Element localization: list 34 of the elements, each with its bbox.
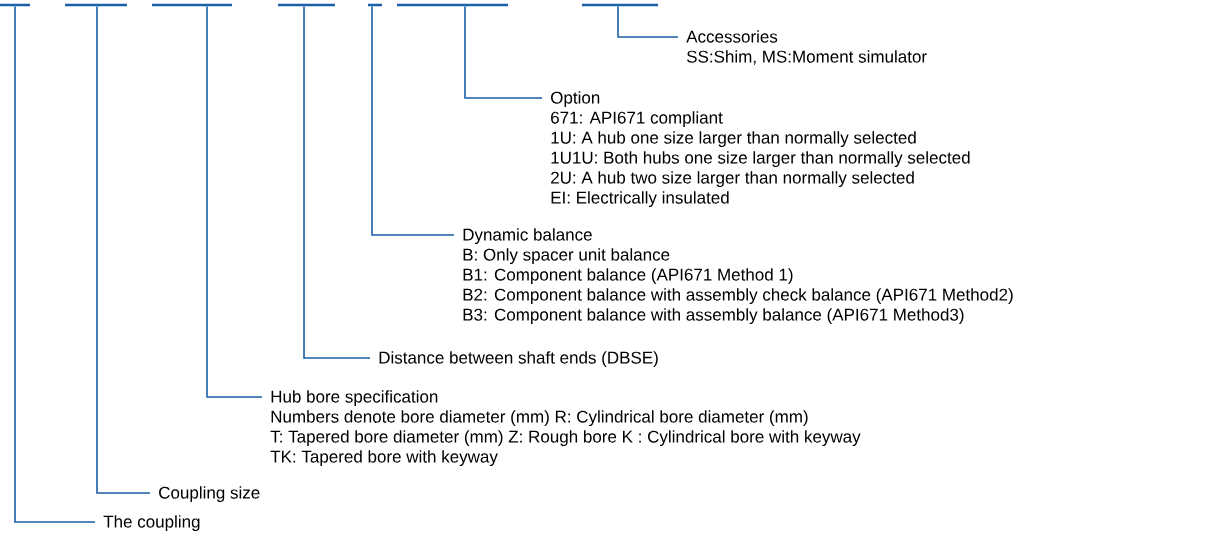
field-heading: Dynamic balance [463, 228, 592, 245]
field-heading: Option [551, 91, 600, 108]
field-heading: Accessories [686, 30, 778, 43]
code-description: SS:Shim, MS:Moment simulator [686, 50, 927, 65]
code-description: 1U1U: Both hubs one size larger than normally selected [551, 151, 970, 168]
leader-line [464, 5, 543, 99]
code-description: Numbers denote bore diameter (mm) R: Cylindrical bore diameter (mm) [271, 410, 808, 427]
blank-underline [397, 3, 508, 7]
blank-underline [152, 3, 232, 7]
field-heading: Distance between shaft ends (DBSE) [379, 351, 658, 367]
field-heading: Coupling size [159, 486, 260, 503]
code-description: B: Only spacer unit balance [463, 248, 670, 265]
leader-line [617, 5, 679, 38]
code-description: TK: Tapered bore with keyway [270, 450, 498, 467]
blank-underline [65, 3, 127, 7]
leader-line [14, 5, 96, 523]
leader-line [206, 5, 263, 398]
field-heading: Hub bore specification [271, 390, 438, 407]
code-description: 1U: A hub one size larger than normally selected [551, 131, 916, 148]
blank-underline [0, 3, 30, 7]
blank-underline [368, 3, 382, 7]
field-heading: The coupling [103, 515, 200, 532]
code-description: B1: Component balance (API671 Method 1) [463, 268, 793, 285]
blank-underline [278, 3, 335, 7]
code-description: T: Tapered bore diameter (mm) Z: Rough bore K : Cylindrical bore with keyway [270, 430, 861, 447]
code-description: B2: Component balance with assembly check balance (API671 Method2) [463, 288, 1013, 305]
blank-underline [582, 3, 658, 7]
code-description: 671: API671 compliant [551, 111, 723, 128]
code-description: 2U: A hub two size larger than normally selected [551, 171, 914, 188]
code-description: EI: Electrically insulated [551, 191, 729, 208]
leader-line [303, 5, 371, 359]
code-description: B3: Component balance with assembly balance (API671 Method3) [463, 308, 964, 325]
leader-line [96, 5, 151, 494]
leader-line [371, 5, 455, 236]
